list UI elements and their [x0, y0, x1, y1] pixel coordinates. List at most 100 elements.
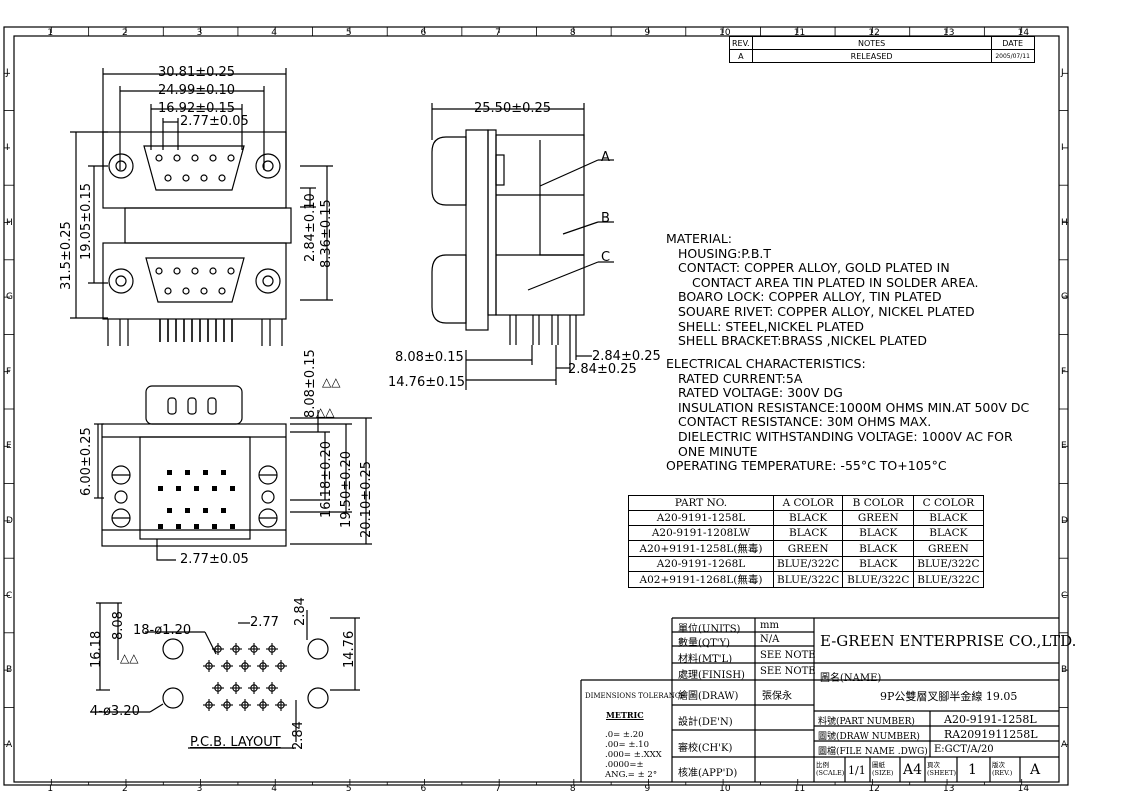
qty-value: N/A [760, 634, 780, 645]
scale-label: 比例(SCALE) [816, 761, 845, 777]
material-line: BOARO LOCK: COPPER ALLOY, TIN PLATED [678, 289, 942, 305]
side-label-a: A [601, 150, 610, 165]
parts-cell: BLUE/322C [913, 571, 984, 588]
column-label: 10 [719, 28, 731, 38]
rev-header: REV. [729, 36, 753, 50]
bottom-tri-2: △△ [316, 405, 335, 419]
pcb-tri: △△ [120, 651, 139, 665]
electrical-line: RATED VOLTAGE: 300V DG [678, 385, 843, 401]
pcb-layout-view [90, 602, 360, 749]
company-name: E-GREEN ENTERPRISE CO.,LTD. [820, 632, 1077, 650]
row-label: J [1061, 68, 1064, 79]
parts-header-cell: A COLOR [772, 495, 844, 511]
title-block-frame [580, 617, 1059, 782]
column-label: 11 [793, 784, 806, 794]
side-dim-b: 14.76±0.15 [388, 375, 466, 390]
front-dim-flange: 24.99±0.10 [158, 83, 236, 98]
tolerance-line: .0= ±.20 [605, 730, 644, 740]
bottom-pins [158, 470, 235, 529]
parts-cell: A02+9191-1268L(無毒) [628, 571, 774, 588]
electrical-line: INSULATION RESISTANCE:1000M OHMS MIN.AT … [678, 399, 1030, 415]
pcb-dim-a: 16.18 [89, 630, 104, 668]
pcb-holes [203, 643, 287, 711]
column-label: 6 [420, 28, 427, 38]
design-label: 設計(DE'N) [678, 717, 733, 728]
column-label: 13 [943, 784, 955, 794]
row-label: H [6, 217, 13, 228]
row-label: F [6, 366, 12, 377]
row-label: C [1061, 590, 1068, 601]
pcb-dim-span: 14.76 [342, 630, 357, 668]
parts-cell: BLACK [842, 540, 915, 557]
bottom-dim-c: 16.18±0.20 [319, 440, 334, 518]
front-dim-width: 30.81±0.25 [158, 65, 236, 80]
sheet-label: 頁次(SHEET) [927, 761, 957, 777]
file-name-value: E:GCT/A/20 [934, 744, 994, 755]
row-label: H [1061, 217, 1068, 228]
rev-label: 版次(REV.) [992, 761, 1013, 777]
side-label-b: B [601, 211, 610, 226]
material-line: HOUSING:P.B.T [678, 245, 772, 261]
column-label: 5 [345, 28, 352, 38]
parts-header-cell: C COLOR [913, 495, 984, 511]
part-number-value: A20-9191-1258L [944, 713, 1037, 726]
material-line: CONTACT: COPPER ALLOY, GOLD PLATED IN [678, 260, 950, 276]
draw-number-label: 圖號(DRAW NUMBER) [818, 732, 920, 742]
date-header: DATE [990, 36, 1035, 50]
column-label: 12 [868, 28, 880, 38]
row-label: F [1061, 366, 1067, 377]
bottom-tri-1: △△ [322, 375, 341, 389]
column-label: 1 [47, 28, 54, 38]
electrical-line: OPERATING TEMPERATURE: -55°C TO+105°C [666, 458, 947, 474]
drawing-name-label: 圖名(NAME) [820, 673, 882, 684]
row-label: B [6, 665, 13, 676]
column-label: 12 [868, 784, 880, 794]
check-label: 審校(CH'K) [678, 743, 733, 754]
parts-cell: BLACK [772, 510, 844, 526]
tolerance-line: .000= ±.XXX [605, 750, 662, 760]
mtl-value: SEE NOTE [760, 650, 816, 661]
row-label: G [1061, 292, 1068, 303]
material-line: SHELL BRACKET:BRASS ,NICKEL PLATED [678, 333, 927, 349]
row-label: A [1061, 739, 1068, 750]
column-label: 13 [943, 28, 955, 38]
electrical-line: DIELECTRIC WITHSTANDING VOLTAGE: 1000V A… [678, 428, 1013, 444]
rev-value: A [1030, 762, 1041, 778]
bottom-dim-d: 19.50±0.20 [339, 450, 354, 528]
finish-label: 處理(FINISH) [678, 670, 745, 681]
column-label: 1 [47, 784, 54, 794]
part-number-label: 料號(PART NUMBER) [818, 717, 915, 727]
column-label: 5 [345, 784, 352, 794]
row-label: D [1061, 515, 1068, 526]
parts-cell: BLUE/322C [913, 556, 984, 572]
column-label: 2 [121, 28, 128, 38]
tolerance-line: .00= ±.10 [605, 740, 649, 750]
pcb-dim-offset: 2.84 [291, 721, 306, 750]
parts-cell: BLACK [772, 525, 844, 541]
pcb-dim-holes: 18-ø1.20 [133, 623, 192, 638]
electrical-line: ELECTRICAL CHARACTERISTICS: [666, 356, 866, 371]
column-label: 4 [271, 28, 277, 38]
column-label: 3 [196, 28, 203, 38]
date-value: 2005/07/11 [990, 49, 1035, 63]
bottom-dim-b: 6.00±0.25 [79, 427, 94, 496]
electrical-notes: ELECTRICAL CHARACTERISTICS:RATED CURRENT… [666, 356, 1030, 474]
draw-number-value: RA2091911258L [944, 728, 1038, 741]
electrical-line: RATED CURRENT:5A [678, 370, 803, 386]
tolerance-title: DIMENSIONS TOLERANCE [585, 692, 686, 700]
sheet-value: 1 [968, 762, 977, 778]
revision-table: REV. NOTES DATE A RELEASED 2005/07/11 [729, 36, 1035, 63]
drawing-name-value: 9P公雙層叉腳半金線 19.05 [880, 690, 1018, 703]
parts-cell: BLUE/322C [772, 556, 844, 572]
parts-cell: BLACK [842, 525, 915, 541]
column-label: 4 [271, 784, 277, 794]
side-dim-d: 2.84±0.25 [568, 362, 637, 377]
material-line: SOUARE RIVET: COPPER ALLOY, NICKEL PLATE… [678, 303, 975, 319]
column-label: 9 [644, 28, 651, 38]
column-label: 2 [121, 784, 128, 794]
column-label: 7 [495, 28, 501, 38]
file-name-label: 圖檔(FILE NAME .DWG) [818, 747, 928, 757]
